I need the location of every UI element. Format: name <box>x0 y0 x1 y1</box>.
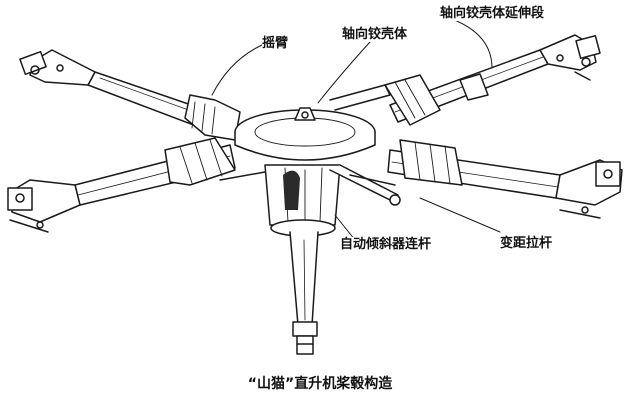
blade-arm-upper-right <box>384 34 601 126</box>
label-rocker-arm: 摇臂 <box>262 36 289 51</box>
label-swashplate-link: 自动倾斜器连杆 <box>340 237 432 252</box>
label-pitch-link: 变距拉杆 <box>500 236 553 251</box>
hub-plate <box>234 107 376 161</box>
blade-arm-upper-left <box>19 49 241 141</box>
blade-arm-lower-left <box>7 137 236 233</box>
label-hinge-housing-extension: 轴向铰壳体延伸段 <box>440 6 545 21</box>
blade-arm-lower-right <box>387 139 623 219</box>
figure-caption: “山猫”直升机桨毂构造 <box>247 376 393 392</box>
rotor-mast <box>264 164 341 355</box>
control-links <box>219 84 401 206</box>
label-axial-hinge-housing: 轴向铰壳体 <box>342 27 408 42</box>
